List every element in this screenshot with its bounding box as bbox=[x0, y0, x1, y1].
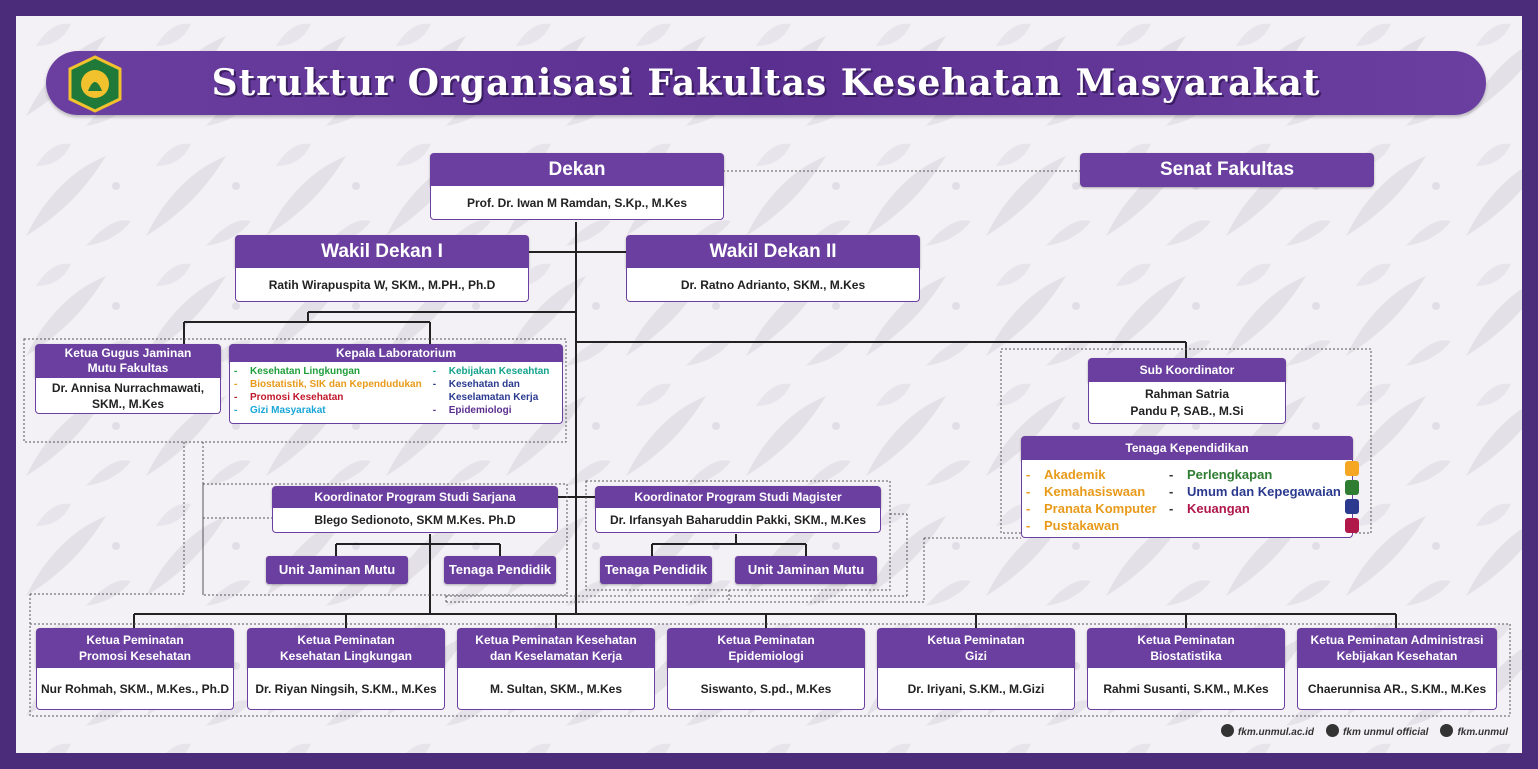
connector-lines bbox=[23, 170, 1511, 717]
koordinator-sarjana-box: Koordinator Program Studi Sarjana Blego … bbox=[272, 486, 558, 533]
senat-fakultas-box: Senat Fakultas bbox=[1080, 153, 1374, 187]
lab-item: -Gizi Masyarakat bbox=[234, 405, 326, 416]
chart-canvas: Struktur Organisasi Fakultas Kesehatan M… bbox=[16, 16, 1522, 753]
sub-koordinator-name: Rahman Satria Pandu P, SAB., M.Si bbox=[1088, 382, 1286, 424]
sub-koordinator-name-line2: Pandu P, SAB., M.Si bbox=[1130, 404, 1244, 418]
peminatan-name: Nur Rohmah, SKM., M.Kes., Ph.D bbox=[36, 668, 234, 710]
swatch-red bbox=[1345, 518, 1359, 533]
magister-tenaga-pendidik: Tenaga Pendidik bbox=[600, 556, 712, 584]
swatch-green bbox=[1345, 480, 1359, 495]
lab-item: Keselamatan Kerja bbox=[448, 392, 539, 403]
wakil-dekan-1-box: Wakil Dekan I Ratih Wirapuspita W, SKM.,… bbox=[235, 235, 529, 302]
sub-koordinator-name-line1: Rahman Satria bbox=[1144, 387, 1230, 401]
university-logo-icon bbox=[68, 55, 122, 113]
sub-koordinator-box: Sub Koordinator Rahman Satria Pandu P, S… bbox=[1088, 358, 1286, 424]
lab-item: -Biostatistik, SIK dan Kependudukan bbox=[234, 379, 422, 390]
instagram-icon bbox=[1440, 724, 1454, 738]
tendik-item: -Pustakawan bbox=[1026, 518, 1120, 533]
wakil-dekan-1-name: Ratih Wirapuspita W, SKM., M.PH., Ph.D bbox=[235, 268, 529, 302]
swatch-orange bbox=[1345, 461, 1359, 476]
globe-icon bbox=[1220, 724, 1234, 738]
tendik-list-right: -Perlengkapan -Umum dan Kepegawaian -Keu… bbox=[1169, 466, 1341, 531]
title-banner: Struktur Organisasi Fakultas Kesehatan M… bbox=[46, 51, 1486, 115]
magister-unit-jaminan-mutu: Unit Jaminan Mutu bbox=[735, 556, 877, 584]
lab-list-left: -Kesehatan Lingkungan -Biostatistik, SIK… bbox=[234, 365, 433, 420]
lab-list-right: -Kebijakan Keseahtan -Kesehatan dan Kese… bbox=[433, 365, 558, 420]
wakil-dekan-2-box: Wakil Dekan II Dr. Ratno Adrianto, SKM.,… bbox=[626, 235, 920, 302]
laboratorium-list: -Kesehatan Lingkungan -Biostatistik, SIK… bbox=[229, 362, 563, 424]
tendik-item: -Umum dan Kepegawaian bbox=[1169, 484, 1341, 499]
tendik-item: -Kemahasiswaan bbox=[1026, 484, 1146, 499]
lab-item: -Kesehatan dan bbox=[432, 379, 520, 390]
lab-item: -Promosi Kesehatan bbox=[234, 392, 344, 403]
swatch-navy bbox=[1345, 499, 1359, 514]
tenaga-kependidikan-title: Tenaga Kependidikan bbox=[1021, 436, 1353, 460]
dekan-name: Prof. Dr. Iwan M Ramdan, S.Kp., M.Kes bbox=[430, 186, 724, 220]
tenaga-kependidikan-list: -Akademik -Kemahasiswaan -Pranata Komput… bbox=[1021, 460, 1353, 538]
koordinator-sarjana-name: Blego Sedionoto, SKM M.Kes. Ph.D bbox=[272, 508, 558, 533]
peminatan-name: Rahmi Susanti, S.KM., M.Kes bbox=[1087, 668, 1285, 710]
peminatan-name: M. Sultan, SKM., M.Kes bbox=[457, 668, 655, 710]
tendik-item: -Akademik bbox=[1026, 467, 1106, 482]
gugus-jaminan-mutu-box: Ketua Gugus Jaminan Mutu Fakultas Dr. An… bbox=[35, 344, 221, 414]
koordinator-magister-title: Koordinator Program Studi Magister bbox=[595, 486, 881, 508]
social-footer: fkm.unmul.ac.id fkm unmul official fkm.u… bbox=[1220, 722, 1508, 740]
peminatan-name: Dr. Iriyani, S.KM., M.Gizi bbox=[877, 668, 1075, 710]
wakil-dekan-1-title: Wakil Dekan I bbox=[235, 235, 529, 268]
youtube-link[interactable]: fkm unmul official bbox=[1326, 722, 1428, 740]
website-link[interactable]: fkm.unmul.ac.id bbox=[1220, 722, 1314, 740]
kepala-laboratorium-box: Kepala Laboratorium -Kesehatan Lingkunga… bbox=[229, 344, 563, 424]
gugus-jaminan-mutu-name: Dr. Annisa Nurrachmawati, SKM., M.Kes bbox=[35, 378, 221, 414]
lab-item: -Kebijakan Keseahtan bbox=[432, 366, 550, 377]
wakil-dekan-2-title: Wakil Dekan II bbox=[626, 235, 920, 268]
youtube-icon bbox=[1326, 724, 1340, 738]
wakil-dekan-2-name: Dr. Ratno Adrianto, SKM., M.Kes bbox=[626, 268, 920, 302]
koordinator-sarjana-title: Koordinator Program Studi Sarjana bbox=[272, 486, 558, 508]
koordinator-magister-box: Koordinator Program Studi Magister Dr. I… bbox=[595, 486, 881, 533]
lab-item: -Kesehatan Lingkungan bbox=[234, 366, 361, 377]
dekan-title: Dekan bbox=[430, 153, 724, 186]
dekan-box: Dekan Prof. Dr. Iwan M Ramdan, S.Kp., M.… bbox=[430, 153, 724, 220]
gugus-jaminan-mutu-title: Ketua Gugus Jaminan Mutu Fakultas bbox=[35, 344, 221, 378]
kepala-laboratorium-title: Kepala Laboratorium bbox=[229, 344, 563, 362]
peminatan-name: Siswanto, S.pd., M.Kes bbox=[667, 668, 865, 710]
sub-koordinator-title: Sub Koordinator bbox=[1088, 358, 1286, 382]
color-swatches bbox=[1345, 461, 1359, 533]
tenaga-kependidikan-box: Tenaga Kependidikan -Akademik -Kemahasis… bbox=[1021, 436, 1353, 538]
koordinator-magister-name: Dr. Irfansyah Baharuddin Pakki, SKM., M.… bbox=[595, 508, 881, 533]
tendik-item: -Perlengkapan bbox=[1169, 467, 1273, 482]
page-title: Struktur Organisasi Fakultas Kesehatan M… bbox=[211, 62, 1321, 104]
tendik-item: -Keuangan bbox=[1169, 501, 1250, 516]
tendik-list-left: -Akademik -Kemahasiswaan -Pranata Komput… bbox=[1026, 466, 1169, 533]
sarjana-tenaga-pendidik: Tenaga Pendidik bbox=[444, 556, 556, 584]
tendik-item: -Pranata Komputer bbox=[1026, 501, 1157, 516]
lab-item: -Epidemiologi bbox=[432, 405, 512, 416]
sarjana-unit-jaminan-mutu: Unit Jaminan Mutu bbox=[266, 556, 408, 584]
peminatan-name: Dr. Riyan Ningsih, S.KM., M.Kes bbox=[247, 668, 445, 710]
peminatan-name: Chaerunnisa AR., S.KM., M.Kes bbox=[1297, 668, 1497, 710]
instagram-link[interactable]: fkm.unmul bbox=[1440, 722, 1508, 740]
